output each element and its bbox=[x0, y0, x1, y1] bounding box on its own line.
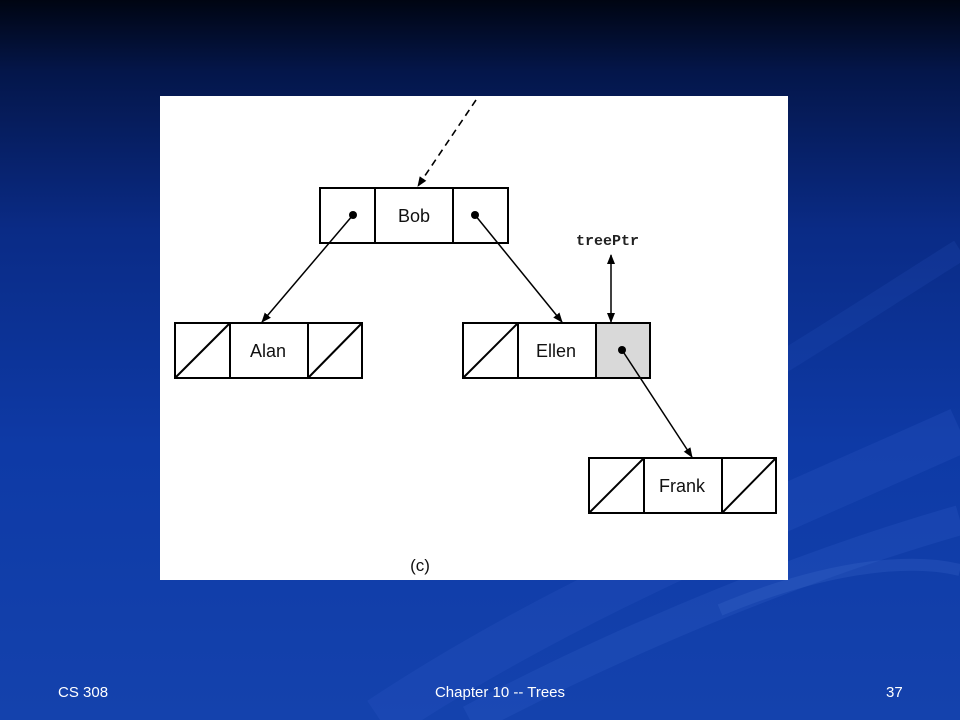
node-alan-info-cell bbox=[229, 322, 309, 379]
edge-bob-to-ellen bbox=[474, 214, 563, 323]
tree-diagram: Bob Alan Ellen bbox=[174, 99, 777, 575]
footer-page-number: 37 bbox=[886, 684, 903, 701]
footer-course: CS 308 bbox=[58, 684, 109, 701]
figure-caption: (c) bbox=[410, 556, 430, 575]
node-frank-right-null-slash bbox=[721, 457, 777, 514]
incoming-dashed-pointer bbox=[417, 99, 477, 187]
footer-chapter: Chapter 10 -- Trees bbox=[434, 684, 566, 701]
node-bob-right-cell bbox=[452, 187, 509, 244]
node-bob-left-cell bbox=[319, 187, 376, 244]
node-bob-label: Bob bbox=[398, 206, 430, 226]
node-alan-label: Alan bbox=[250, 341, 286, 361]
node-ellen-info-cell bbox=[517, 322, 597, 379]
node-frank-info-cell bbox=[643, 457, 723, 514]
node-ellen-left-null-slash bbox=[462, 322, 519, 379]
node-alan-left-null-slash bbox=[174, 322, 231, 379]
node-bob-info-cell bbox=[374, 187, 454, 244]
tree-pointer-label: treePtr bbox=[576, 233, 639, 250]
node-alan-right-null-slash bbox=[307, 322, 363, 379]
node-ellen-label: Ellen bbox=[536, 341, 576, 361]
edge-bob-to-alan bbox=[261, 214, 354, 323]
node-frank: Frank bbox=[588, 457, 777, 514]
node-bob: Bob bbox=[319, 187, 509, 244]
node-frank-left-null-slash bbox=[588, 457, 645, 514]
tree-diagram-panel: Bob Alan Ellen bbox=[160, 96, 788, 580]
edge-ellen-to-frank bbox=[621, 349, 693, 458]
node-frank-label: Frank bbox=[659, 476, 706, 496]
node-alan: Alan bbox=[174, 322, 363, 379]
